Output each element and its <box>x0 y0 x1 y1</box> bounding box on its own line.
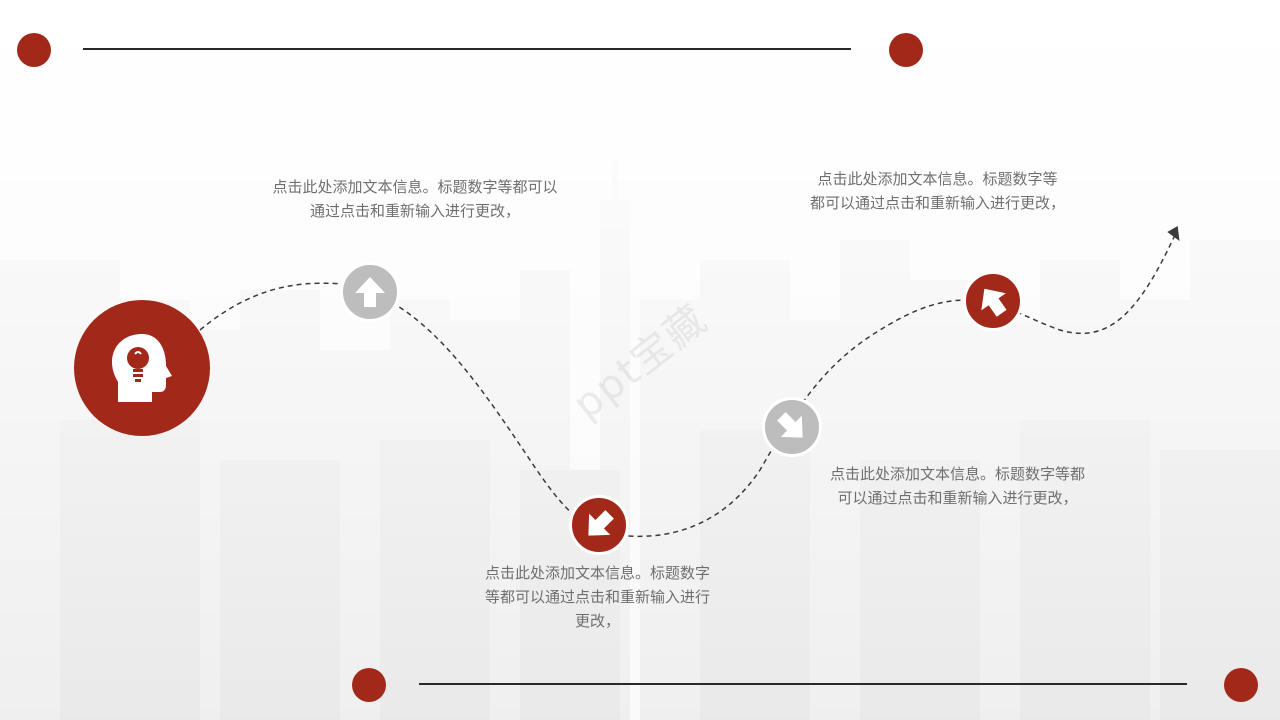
step-node-4 <box>963 271 1023 331</box>
step-3-line-2: 可以通过点击和重新输入进行更改， <box>837 489 1078 507</box>
decor-dot-top-right <box>889 33 923 67</box>
arrow-up-left-icon <box>981 288 1007 317</box>
step-4-text: 点击此处添加文本信息。标题数字等 都可以通过点击和重新输入进行更改， <box>795 167 1080 215</box>
step-1-line-2: 通过点击和重新输入进行更改， <box>309 202 520 220</box>
bottom-rule <box>419 683 1187 685</box>
head-lightbulb-icon <box>74 300 210 436</box>
arrow-down-left-icon <box>588 510 614 536</box>
step-3-line-1: 点击此处添加文本信息。标题数字等都 <box>829 465 1085 483</box>
step-4-line-2: 都可以通过点击和重新输入进行更改， <box>809 194 1065 212</box>
decor-dot-bottom-left <box>352 668 386 702</box>
step-1-text: 点击此处添加文本信息。标题数字等都可以 通过点击和重新输入进行更改， <box>255 175 575 223</box>
step-4-line-1: 点击此处添加文本信息。标题数字等 <box>817 170 1058 188</box>
step-node-1 <box>340 262 400 322</box>
step-node-3 <box>762 397 822 457</box>
step-2-line-2: 等都可以通过点击和重新输入进行 <box>484 588 710 606</box>
step-1-line-1: 点击此处添加文本信息。标题数字等都可以 <box>272 178 558 196</box>
step-3-text: 点击此处添加文本信息。标题数字等都 可以通过点击和重新输入进行更改， <box>810 462 1105 510</box>
step-2-text: 点击此处添加文本信息。标题数字 等都可以通过点击和重新输入进行 更改， <box>465 561 730 633</box>
decor-dot-bottom-right <box>1224 668 1258 702</box>
path-end-arrow <box>1167 225 1180 242</box>
step-2-line-1: 点击此处添加文本信息。标题数字 <box>484 564 710 582</box>
arrow-up-icon <box>355 277 385 307</box>
step-2-line-3: 更改， <box>574 612 620 630</box>
step-node-2 <box>569 495 629 555</box>
arrow-down-right-icon <box>777 412 803 438</box>
top-rule <box>83 48 851 50</box>
decor-dot-top-left <box>17 33 51 67</box>
